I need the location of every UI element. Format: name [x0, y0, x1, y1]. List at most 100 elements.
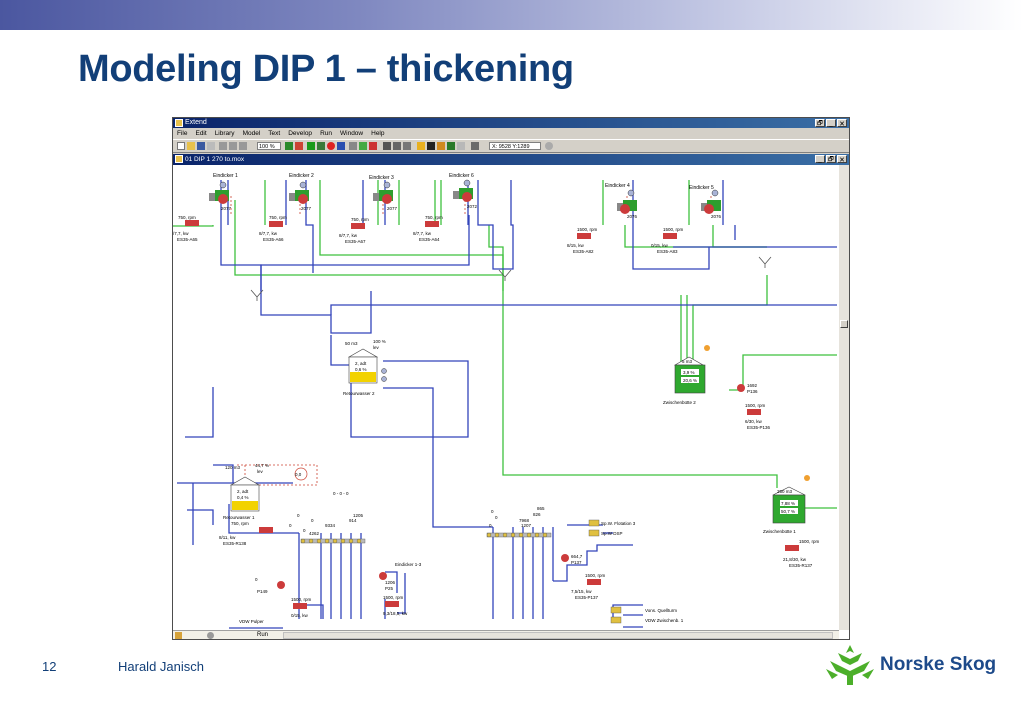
- plus-icon[interactable]: [285, 142, 293, 150]
- p137-speed: 1500, rpm: [585, 573, 606, 578]
- zw1-power: 21,8/30, kw: [783, 557, 807, 562]
- grid-icon[interactable]: [457, 142, 465, 150]
- animate-icon[interactable]: [337, 142, 345, 150]
- cursor-icon[interactable]: [383, 142, 391, 150]
- thickener-5-power: 0/15, kw: [651, 243, 669, 248]
- open-folder-icon[interactable]: [187, 142, 195, 150]
- menu-file[interactable]: File: [177, 130, 188, 137]
- close-button[interactable]: 🗙: [837, 119, 847, 127]
- thickener-2-label: Eindicker 2: [289, 173, 314, 179]
- dsp-label: Sp.W DSP: [601, 531, 623, 536]
- extend-app-window: Extend 🗗 _ 🗙 File Edit Library Model Tex…: [172, 117, 850, 640]
- p149-value: 0: [255, 577, 258, 582]
- pointer-icon[interactable]: [393, 142, 401, 150]
- zw1-v1: 7,88 %: [781, 501, 795, 506]
- minimize-button[interactable]: _: [826, 119, 836, 127]
- thickener-3[interactable]: Eindicker 3 2077 750, rpm 8/7,7, kw ES35…: [339, 175, 398, 244]
- zoom-select[interactable]: 100 %: [257, 142, 281, 150]
- step-icon[interactable]: [317, 142, 325, 150]
- thickener-1[interactable]: Eindicker 1 2077 750, rpm /7,7, kw ES35-…: [173, 173, 238, 242]
- flag-icon[interactable]: [369, 142, 377, 150]
- thickener-4[interactable]: Eindicker 4 2076 1500, rpm 8/15, kw ES35…: [567, 183, 638, 254]
- cut-icon[interactable]: [219, 142, 227, 150]
- thickener-2[interactable]: Eindicker 2 2077 750, rpm 8/7,7, kw ES35…: [259, 173, 314, 242]
- horizontal-scrollbar[interactable]: [283, 632, 833, 639]
- thickener-4-id: 2076: [627, 214, 638, 219]
- menu-bar: File Edit Library Model Text Develop Run…: [173, 128, 849, 139]
- menu-run[interactable]: Run: [320, 130, 332, 137]
- vons-quellturm-output[interactable]: Vons. Quellturm: [610, 606, 677, 614]
- hierarchy-icon[interactable]: [447, 142, 455, 150]
- block-icon[interactable]: [359, 142, 367, 150]
- doc-minimize-button[interactable]: _: [815, 155, 825, 163]
- thickener-5-speed: 1500, rpm: [663, 227, 684, 232]
- menu-develop[interactable]: Develop: [288, 130, 313, 137]
- run-icon[interactable]: [307, 142, 315, 150]
- menu-edit[interactable]: Edit: [195, 130, 207, 137]
- header-right-tick-4: 7968: [519, 518, 530, 523]
- run-status-label: Run: [257, 632, 269, 638]
- thickener-6[interactable]: Eindicker 6 2072 750, rpm 8/7,7, kw ES35…: [413, 173, 478, 242]
- thickener-1-speed: 750, rpm: [178, 215, 196, 220]
- intermediate-chest-1[interactable]: 250 m3 7,88 % 50,7 % Zwischenbütte 1 150…: [763, 475, 820, 568]
- menu-window[interactable]: Window: [340, 130, 364, 137]
- dsp-output[interactable]: Sp.W DSP: [588, 529, 623, 537]
- extend-app-icon: [175, 119, 183, 127]
- thickener-3-label: Eindicker 3: [369, 175, 394, 181]
- vertical-scroll-thumb[interactable]: [840, 320, 848, 328]
- print-icon[interactable]: [207, 142, 215, 150]
- library-icon[interactable]: [427, 142, 435, 150]
- save-icon[interactable]: [197, 142, 205, 150]
- search-icon[interactable]: [545, 142, 553, 150]
- thickener-5[interactable]: Eindicker 5 2076 1500, rpm 0/15, kw ES35…: [651, 185, 722, 254]
- connector-icon[interactable]: [349, 142, 357, 150]
- pump-p25[interactable]: Eindicker 1-3 1206 P25 1500, rpm 9,3/18,…: [379, 562, 422, 616]
- model-canvas[interactable]: Eindicker 1 2077 750, rpm /7,7, kw ES35-…: [173, 165, 839, 630]
- doc-restore-button[interactable]: 🗗: [826, 155, 836, 163]
- menu-library[interactable]: Library: [214, 130, 235, 137]
- distribution-header-left: [300, 538, 366, 544]
- pump-p149[interactable]: 0 P149 1500, rpm 0/15, kw: [255, 577, 312, 618]
- slide-header-band: [0, 0, 1023, 30]
- stop-icon[interactable]: [327, 142, 335, 150]
- retour1-v2: 0,4 %: [237, 495, 249, 500]
- thickener-3-id: 2077: [387, 206, 398, 211]
- thickener-4-label: Eindicker 4: [605, 183, 630, 189]
- vdw-zwischenb-output[interactable]: VDW Zwischenb. 1: [610, 616, 684, 624]
- thickener-4-speed: 1500, rpm: [577, 227, 598, 232]
- retour1-valve-value: 0,0: [295, 472, 302, 477]
- retour-tank-2[interactable]: 50 m3 100 % lev 2, adt 0,6 % Retourwasse…: [343, 339, 387, 396]
- thickener-1-label: Eindicker 1: [213, 173, 238, 179]
- menu-model[interactable]: Model: [242, 130, 261, 137]
- record-icon[interactable]: [295, 142, 303, 150]
- new-file-icon[interactable]: [177, 142, 185, 150]
- notebook-icon[interactable]: [417, 142, 425, 150]
- retour2-v1: 2, adt: [355, 361, 367, 366]
- intermediate-chest-2[interactable]: 5 m3 3,9 % 20,6 % Zwischenbütte 2 1692 P…: [663, 345, 771, 430]
- menu-help[interactable]: Help: [371, 130, 385, 137]
- header-left-tick-5: 4262: [309, 531, 320, 536]
- flow-readout: 0 - 0 - 0: [333, 491, 349, 496]
- copy-icon[interactable]: [229, 142, 237, 150]
- hand-icon[interactable]: [403, 142, 411, 150]
- zw2-v2: 20,6 %: [683, 378, 697, 383]
- doc-close-button[interactable]: 🗙: [837, 155, 847, 163]
- flotation-output[interactable]: Sp.W. Flotation 3: [588, 519, 636, 527]
- p25-speed: 1500, rpm: [383, 595, 404, 600]
- plotter-icon[interactable]: [437, 142, 445, 150]
- retour-tank-1[interactable]: 120 m3 44,7 % lev 2, adt 0,4 % Retourwas…: [219, 463, 308, 546]
- retour1-v1: 2, adt: [237, 489, 249, 494]
- vertical-scrollbar[interactable]: [839, 165, 849, 630]
- pump-p137[interactable]: 664,7 P137 1500, rpm 7,5/15, kw ES35-P13…: [561, 554, 606, 600]
- status-bar: Run: [173, 630, 839, 639]
- red-signal-lines: [230, 195, 712, 486]
- menu-text[interactable]: Text: [268, 130, 281, 137]
- thickener-2-speed: 750, rpm: [269, 215, 287, 220]
- author-name: Harald Janisch: [118, 659, 204, 674]
- restore-button[interactable]: 🗗: [815, 119, 825, 127]
- p149-speed: 1500, rpm: [291, 597, 312, 602]
- app-titlebar: Extend 🗗 _ 🗙: [173, 118, 849, 128]
- hourglass-icon: [175, 632, 182, 639]
- paste-icon[interactable]: [239, 142, 247, 150]
- distribution-header-right: [486, 532, 552, 538]
